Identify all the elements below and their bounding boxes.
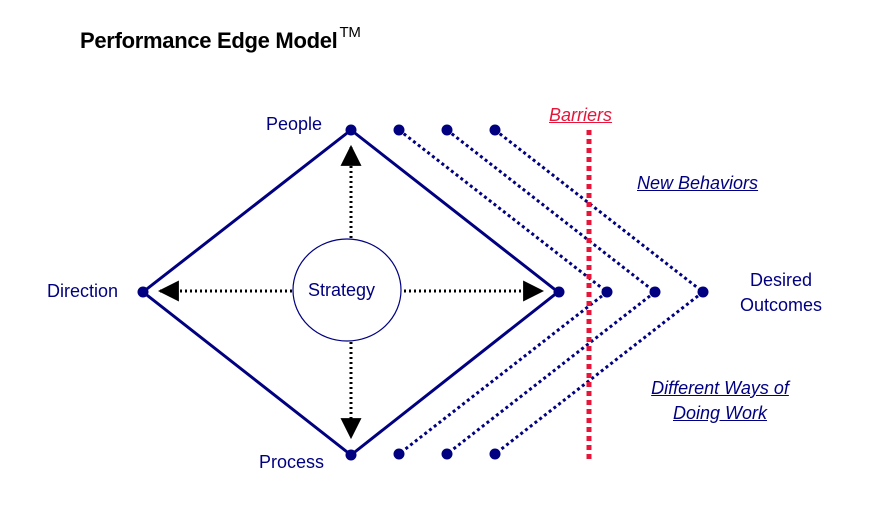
dot-chevron-3-tip — [697, 286, 709, 298]
dot-chevron-1-bottom — [393, 448, 405, 460]
chevron-3 — [494, 128, 706, 456]
different-ways-link[interactable]: Different Ways of Doing Work — [630, 376, 810, 426]
dot-process — [345, 449, 357, 461]
dot-chevron-3-bottom — [489, 448, 501, 460]
dot-chevron-1-tip — [601, 286, 613, 298]
desired-outcomes-line-2: Outcomes — [739, 295, 823, 315]
dot-chevron-1-top — [393, 124, 405, 136]
dot-chevron-2-tip — [649, 286, 661, 298]
dot-people — [345, 124, 357, 136]
label-process: Process — [259, 452, 325, 472]
label-strategy: Strategy — [308, 280, 376, 300]
dot-right-vertex — [553, 286, 565, 298]
strategy-circle — [292, 238, 402, 342]
label-direction: Direction — [47, 281, 119, 301]
chevron-lines — [398, 128, 706, 456]
title-text: Performance Edge Model — [80, 28, 338, 53]
different-ways-line-2: Doing Work — [672, 403, 768, 423]
barriers-link[interactable]: Barriers — [549, 105, 613, 125]
dot-chevron-2-bottom — [441, 448, 453, 460]
dot-direction — [137, 286, 149, 298]
trademark-mark: TM — [339, 24, 361, 41]
chevron-1 — [398, 128, 610, 456]
node-dots — [137, 124, 709, 461]
label-desired-outcomes: Desired Outcomes — [730, 268, 832, 318]
label-people: People — [266, 114, 323, 134]
different-ways-line-1: Different Ways of — [651, 378, 789, 398]
new-behaviors-link[interactable]: New Behaviors — [637, 173, 759, 193]
dot-chevron-2-top — [441, 124, 453, 136]
chevron-2 — [446, 128, 658, 456]
desired-outcomes-line-1: Desired — [749, 270, 813, 290]
dot-chevron-3-top — [489, 124, 501, 136]
